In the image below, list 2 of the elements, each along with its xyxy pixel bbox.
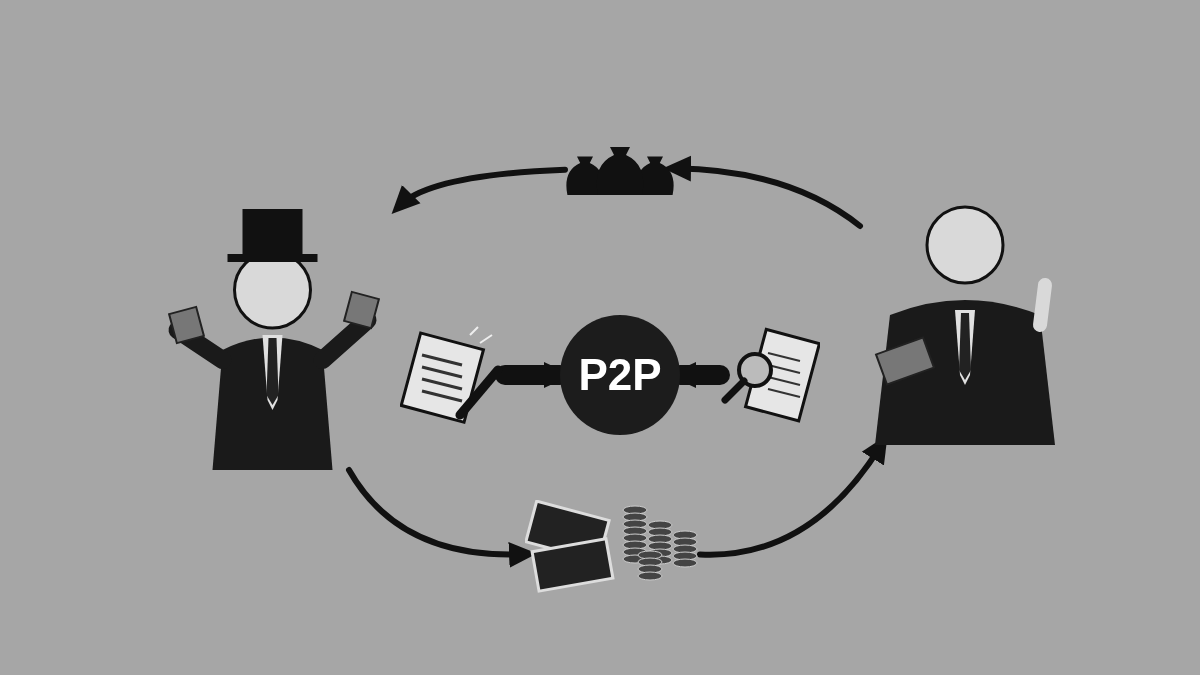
curved-arrow — [390, 166, 568, 214]
document-magnifier-drawing — [720, 325, 820, 425]
